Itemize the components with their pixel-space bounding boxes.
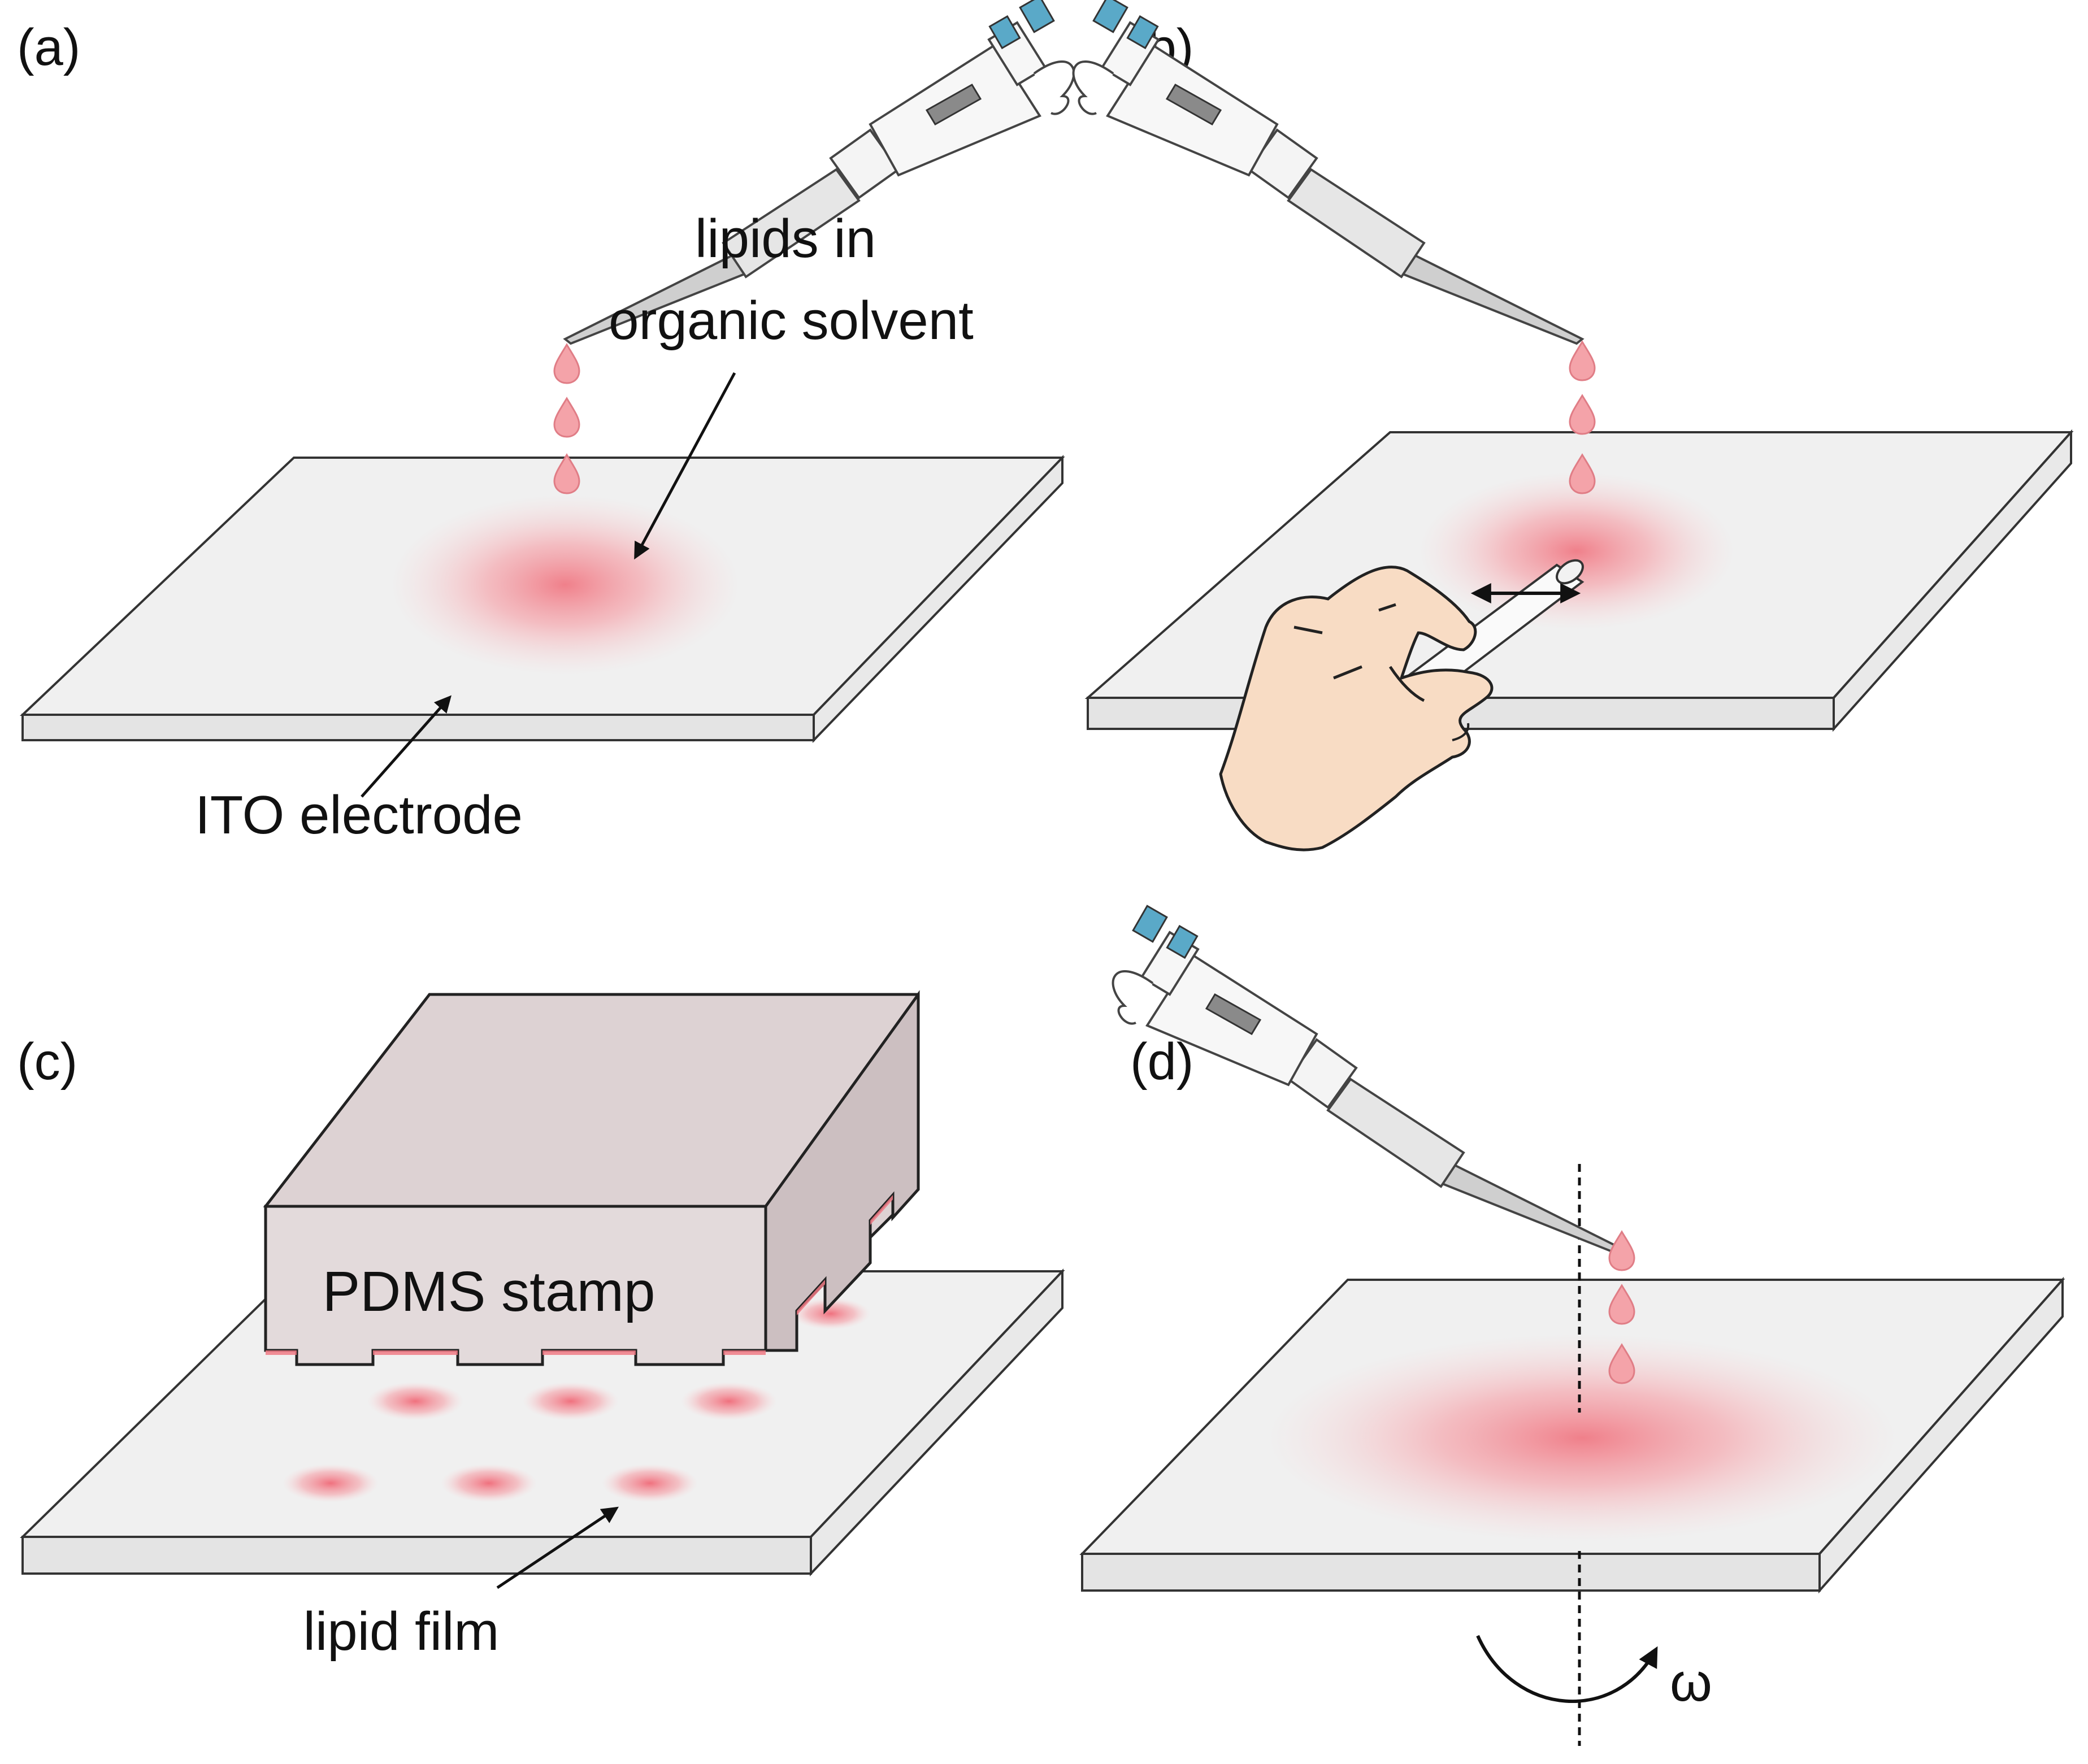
lipid-patch: [791, 1298, 870, 1329]
panel-c: (c): [17, 990, 1065, 1662]
lipid-spot: [1266, 1333, 1899, 1543]
lipid-patch: [523, 1382, 619, 1420]
lipid-patch: [681, 1382, 777, 1420]
panel-d: (d) ω: [1079, 905, 2065, 1746]
lipid-patch: [441, 1464, 537, 1502]
lipid-film-patches: [283, 1298, 870, 1502]
lipid-patch: [367, 1382, 463, 1420]
panel-a: (a) lipids in organic solvent ITO electr…: [17, 0, 1075, 845]
panel-c-label: (c): [17, 1033, 77, 1090]
panel-b: (b): [1072, 0, 2074, 851]
hand-icon: [1219, 566, 1494, 851]
droplet-icon: [553, 344, 580, 384]
panel-a-label: (a): [17, 19, 80, 76]
stamp-label: PDMS stamp: [322, 1260, 655, 1323]
droplet-icon: [1569, 341, 1596, 381]
droplet-icon: [553, 397, 580, 438]
film-label: lipid film: [303, 1601, 500, 1662]
lipid-patch: [602, 1464, 698, 1502]
lipid-patch: [283, 1464, 379, 1502]
callout-arrow-lipids: [634, 372, 736, 560]
substrate-label: ITO electrode: [195, 785, 523, 845]
droplet-icon: [1569, 394, 1596, 435]
rotation-arrow-icon: [1476, 1635, 1658, 1703]
lipid-spot: [1418, 472, 1735, 630]
callout-arrow-ito: [361, 695, 452, 798]
rotation-symbol: ω: [1670, 1652, 1712, 1713]
callout-lipids-line2: organic solvent: [609, 290, 974, 351]
lipid-spot: [390, 494, 740, 675]
callout-lipids-line1: lipids in: [695, 208, 876, 269]
pdms-stamp: PDMS stamp: [263, 990, 920, 1366]
panel-d-label: (d): [1130, 1033, 1193, 1090]
pipette-icon: [1072, 0, 1583, 345]
callout-arrow-film: [496, 1506, 619, 1589]
droplet-icon: [1608, 1231, 1635, 1271]
